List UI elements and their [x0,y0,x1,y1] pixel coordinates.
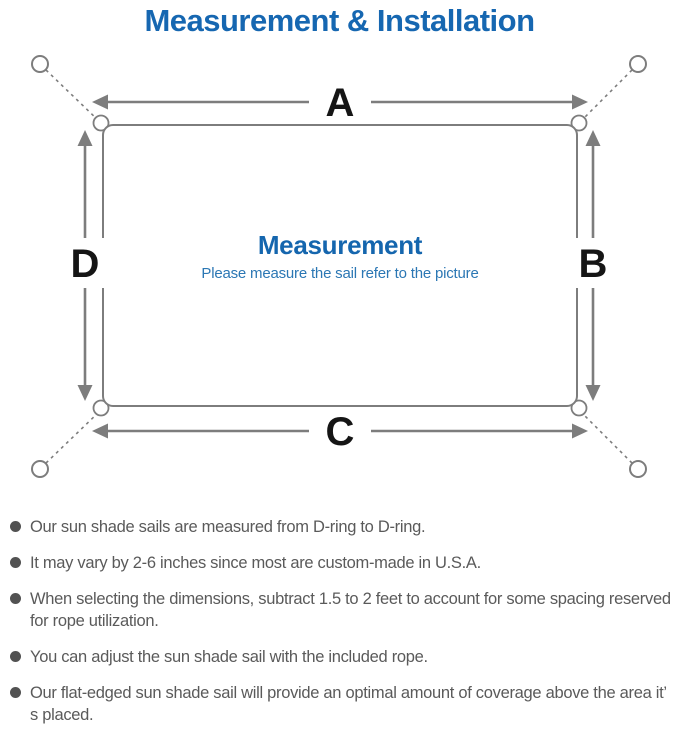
anchor-point-icon-bottom-right [629,460,647,478]
anchor-point-icon-top-left [31,55,49,73]
dimension-line-b: B [570,130,616,401]
measurement-diagram: A C D B Measurement Please measure the s… [0,40,679,500]
sail-measurement-illustration: A C D B Measurement Please measure the s… [31,55,647,478]
rope-dashed-line-bottom-right [579,410,633,464]
note-text: Our flat-edged sun shade sail will provi… [30,684,667,724]
list-item: It may vary by 2-6 inches since most are… [10,552,675,574]
note-text: Our sun shade sails are measured from D-… [30,518,426,536]
list-item: Our sun shade sails are measured from D-… [10,516,675,538]
arrowhead-up-icon [77,130,93,146]
bullet-dot-icon [10,593,21,604]
list-item: When selecting the dimensions, subtract … [10,588,675,632]
dimension-label-a: A [326,81,355,125]
dimension-label-c: C [326,410,355,454]
dimension-line-a: A [92,80,588,125]
d-ring-icon-top-left [92,114,110,132]
rope-dashed-line-top-left [45,69,101,123]
dimension-label-b: B [579,242,608,286]
diagram-heading: Measurement [258,230,423,260]
arrowhead-down-icon [585,385,601,401]
anchor-point-icon-bottom-left [31,460,49,478]
note-text: When selecting the dimensions, subtract … [30,590,671,630]
diagram-subtitle: Please measure the sail refer to the pic… [201,265,478,282]
d-ring-icon-top-right [570,114,588,132]
bullet-dot-icon [10,687,21,698]
dimension-label-d: D [71,242,100,286]
d-ring-icon-bottom-right [570,399,588,417]
dimension-line-d: D [60,130,108,401]
bullet-dot-icon [10,557,21,568]
dimension-line-c: C [92,409,588,454]
note-text: It may vary by 2-6 inches since most are… [30,554,481,572]
arrowhead-right-icon [572,423,588,439]
bullet-dot-icon [10,651,21,662]
arrowhead-up-icon [585,130,601,146]
anchor-point-icon-top-right [629,55,647,73]
list-item: Our flat-edged sun shade sail will provi… [10,682,675,726]
arrowhead-right-icon [572,94,588,110]
rope-dashed-line-bottom-left [45,410,101,464]
arrowhead-down-icon [77,385,93,401]
instruction-notes-list: Our sun shade sails are measured from D-… [0,516,679,726]
list-item: You can adjust the sun shade sail with t… [10,646,675,668]
arrowhead-left-icon [92,94,108,110]
bullet-dot-icon [10,521,21,532]
page-title: Measurement & Installation [144,3,535,38]
d-ring-icon-bottom-left [92,399,110,417]
rope-dashed-line-top-right [579,69,633,123]
note-text: You can adjust the sun shade sail with t… [30,648,428,666]
arrowhead-left-icon [92,423,108,439]
